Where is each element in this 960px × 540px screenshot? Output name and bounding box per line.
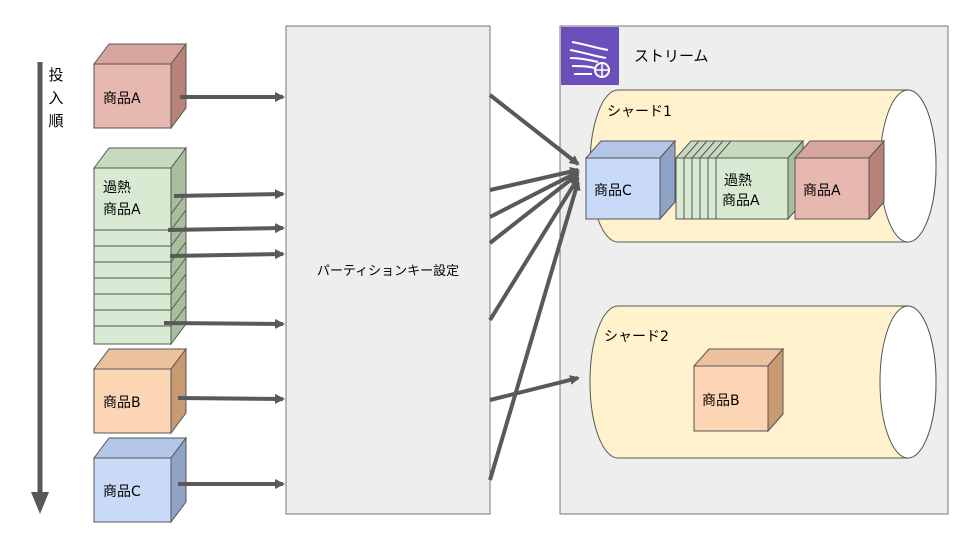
shard-1-record-label-line2: 商品A [722, 193, 760, 209]
input-arrow [163, 318, 285, 329]
routing-arrow [489, 375, 580, 402]
input-arrow [177, 393, 285, 404]
partition-key-box: パーティションキー設定 [285, 25, 491, 515]
product-a-cube: 商品A [93, 42, 187, 130]
shard-1-record-product-a: 商品A [793, 139, 886, 221]
order-label-char-1: 投 [48, 66, 63, 84]
shard-1-record-label: 商品A [803, 183, 841, 199]
hot-product-a-label-line2: 商品A [103, 202, 141, 218]
shard-1-record-label: 商品C [594, 183, 632, 199]
stream-title: ストリーム [634, 47, 709, 65]
input-arrow [167, 223, 285, 234]
hot-product-a-stack: 過熱 商品A [93, 146, 187, 346]
product-b-cube: 商品B [93, 347, 187, 435]
routing-arrow [488, 176, 580, 322]
shard-2-label: シャード2 [604, 329, 669, 345]
order-axis: 投 入 順 [31, 62, 64, 514]
shard-1-label: シャード1 [607, 104, 672, 120]
routing-arrow [489, 170, 580, 219]
product-a-label: 商品A [103, 91, 141, 107]
product-b-label: 商品B [103, 395, 141, 411]
shard-1-record-product-c: 商品C [584, 139, 677, 221]
partition-key-label: パーティションキー設定 [317, 263, 459, 279]
routing-arrow [488, 180, 581, 481]
product-c-cube: 商品C [93, 436, 187, 524]
hot-product-a-label-line1: 過熱 [103, 180, 131, 196]
shard-1-record-hot-product-a: 過熱 商品A [674, 139, 805, 221]
product-c-label: 商品C [103, 484, 141, 500]
routing-arrows [488, 93, 581, 481]
shard-1-record-label-line1: 過熱 [724, 173, 752, 189]
input-arrows [163, 92, 285, 489]
order-label-char-2: 入 [48, 89, 63, 107]
routing-arrow [488, 172, 580, 245]
routing-arrow [489, 166, 580, 192]
stream-service-icon [561, 27, 619, 85]
input-arrow [173, 189, 285, 200]
input-arrow [169, 249, 285, 260]
shard-2-record-product-b: 商品B [692, 347, 785, 433]
order-label-char-3: 順 [48, 112, 63, 130]
shard-2-record-label: 商品B [702, 393, 740, 409]
routing-arrow [488, 93, 580, 166]
